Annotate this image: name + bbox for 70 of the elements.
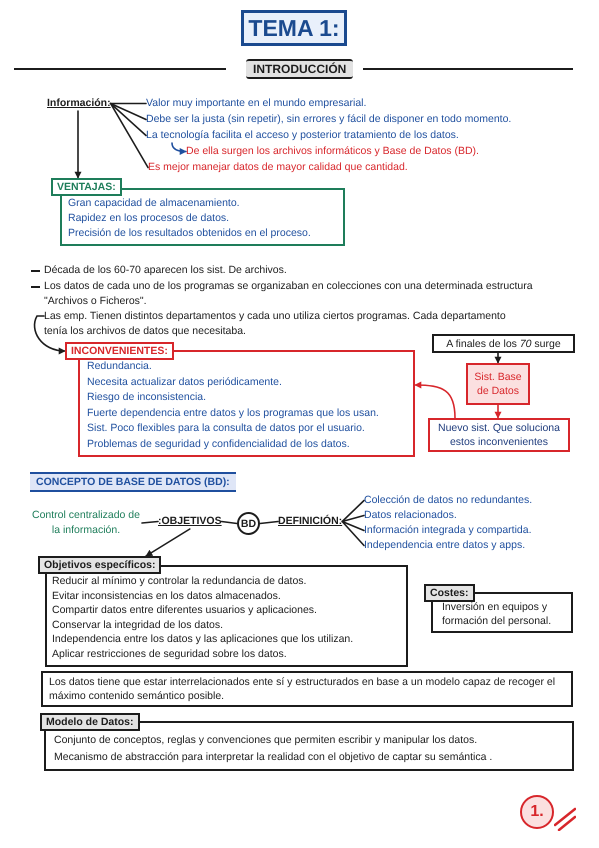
connector-line [220, 520, 238, 524]
section-heading: CONCEPTO DE BASE DE DATOS (BD): [30, 472, 236, 492]
box-heading: VENTAJAS: [51, 178, 122, 196]
arrow [74, 110, 82, 179]
process-box: A finales de los 70 surge [432, 334, 575, 353]
list-item: Reducir al mínimo y controlar la redundancia de datos. [52, 574, 308, 589]
note-text: Valor muy importante en el mundo empresarial. [146, 96, 366, 111]
list-item: Redundancia. [87, 359, 153, 374]
box-heading: Costes: [424, 584, 475, 602]
process-box: Nuevo sist. Que soluciona estos inconvenientes [428, 418, 570, 452]
note-text: Independencia entre datos y apps. [364, 538, 526, 553]
topic-label: :OBJETIVOS [158, 514, 222, 529]
connector-line [110, 102, 147, 104]
arrow [494, 404, 502, 419]
section-heading: INTRODUCCIÓN [246, 59, 354, 79]
list-item: Compartir datos entre diferentes usuarios y aplicaciones. [52, 603, 318, 618]
objectives-box [38, 556, 408, 667]
arrow [414, 382, 456, 419]
list-item: Sist. Poco flexibles para la consulta de datos por el usuario. [87, 421, 366, 436]
note-text: De ella surgen los archivos informáticos y Base de Datos (BD). [186, 144, 479, 159]
list-item: Conservar la integridad de los datos. [52, 618, 224, 632]
list-item: Rapidez en los procesos de datos. [68, 211, 230, 226]
list-item: Precisión de los resultados obtenidos en el proceso. [68, 226, 312, 241]
arrow [145, 528, 191, 557]
list-item: Riesgo de inconsistencia. [87, 390, 208, 405]
topic-label: DEFINICIÓN: [278, 514, 342, 529]
page-number-badge: 1. [520, 795, 554, 829]
note-box: Los datos tiene que estar interrelacionados ente sí y estructurados en base a un modelo capaz de recoger el máximo contenido semántico posible. [41, 671, 573, 707]
topic-label: Información: [47, 96, 111, 111]
advantages-box [51, 178, 345, 246]
arrow [494, 352, 502, 364]
box-heading: Modelo de Datos: [40, 713, 140, 731]
connector-line [341, 520, 365, 546]
note-text: Es mejor manejar datos de mayor calidad que cantidad. [148, 160, 408, 175]
connector-line [341, 500, 365, 522]
costs-box [424, 584, 573, 633]
note-text: Control centralizado de la información. [30, 508, 142, 538]
arrow [171, 142, 187, 155]
list-item: Independencia entre los datos y las aplicaciones que los utilizan. [52, 632, 354, 647]
arrow [34, 315, 66, 354]
circle-node: BD [237, 512, 260, 535]
connector-line [341, 520, 365, 532]
note-text: Colección de datos no redundantes. [364, 493, 532, 508]
connector-line [341, 514, 365, 522]
note-text: Información integrada y compartida. [364, 523, 532, 538]
title-heading: TEMA 1: [241, 10, 347, 46]
connector-line [110, 102, 149, 168]
list-item: Gran capacidad de almacenamiento. [68, 196, 241, 211]
connector-line [110, 102, 147, 136]
connector-line [110, 102, 147, 120]
list-item: Fuerte dependencia entre datos y los programas que los usan. [87, 406, 380, 420]
list-item: Problemas de seguridad y confidencialidad de los datos. [87, 436, 351, 452]
box-heading: Objetivos específicos: [38, 556, 162, 574]
note-text: Datos relacionados. [364, 508, 457, 523]
list-item: Aplicar restricciones de seguridad sobre los datos. [52, 646, 288, 662]
list-item: Conjunto de conceptos, reglas y convenciones que permiten escribir y manipular los datos. [54, 733, 478, 748]
process-box: Sist. Base de Datos [466, 363, 530, 405]
bullet-text: Los datos de cada uno de los programas se organizaban en colecciones con una determinada estructura "Archivos o Ficheros". [44, 279, 534, 309]
list-item: Evitar inconsistencias en los datos almacenados. [52, 588, 282, 604]
note-text: La tecnología facilita el acceso y posterior tratamiento de los datos. [146, 128, 459, 143]
box-heading: INCONVENIENTES: [65, 342, 174, 360]
list-item: Necesita actualizar datos periódicamente. [87, 374, 283, 390]
drawbacks-box [65, 342, 415, 457]
connector-line [259, 520, 279, 524]
note-text: Debe ser la justa (sin repetir), sin errores y fácil de disponer en todo momento. [146, 112, 512, 127]
list-item: Mecanismo de abstracción para interpretar la realidad con el objetivo de captar su semántica . [54, 750, 494, 765]
list-item: Inversión en equipos y formación del personal. [442, 600, 552, 628]
definition-box [40, 713, 574, 771]
bullet-text: Década de los 60-70 aparecen los sist. De archivos. [44, 263, 287, 278]
connector-line [141, 520, 159, 524]
